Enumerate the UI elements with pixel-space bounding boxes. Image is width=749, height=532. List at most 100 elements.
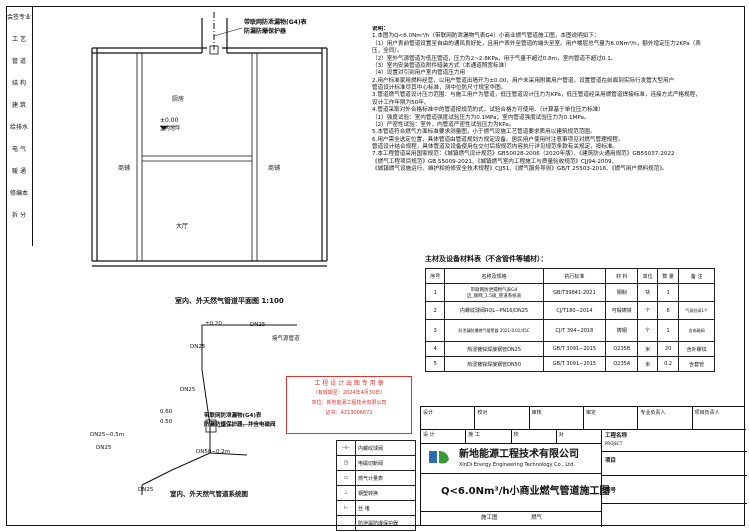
table-cell: 1 — [656, 319, 680, 342]
legend-symbol-icon: ⊣⊢ — [336, 440, 356, 456]
strip-cell: 工 艺 — [12, 36, 26, 43]
elevation-note: 室内地坪 — [160, 126, 181, 132]
note-line: 6.用户需全选定位置，具体管道由管道规划方规定设备。居民用户使用时注意事项见对燃… — [372, 136, 624, 143]
legend-label: 丝 堵 — [355, 500, 416, 516]
title-cell: 施 工 — [466, 429, 512, 443]
title-cell: 审定 — [584, 407, 639, 429]
left-strip: 会签专业 工 艺 管 道 结 构 建 筑 给排水 电 气 暖 通 修编本 拆 分 — [6, 6, 33, 246]
note-line: （3）室内安装管道及附件暗装方式（本通道照宽标准） — [372, 62, 510, 69]
note-line: 4.管道采取对外合格标准中的管道按规范的式，试验合格方可使用。（计算基于单位压力… — [372, 107, 604, 114]
stamp-line: （有效期至：2024年4月30日） — [312, 390, 386, 396]
item-label: 项目 — [605, 458, 617, 464]
strip-cell: 修编本 — [9, 190, 28, 197]
stamp-line: 工 程 设 计 出 图 专 用 章 — [314, 380, 384, 387]
legend-row: ⊣⊢内螺纹球阀 — [336, 440, 416, 456]
stamp-line: 单位：新地能源工程技术有限公司 — [311, 400, 387, 406]
room-label-shop: 商铺 — [118, 165, 131, 172]
note-line: （1）强度试验：室内管道强度试验压力为0.1MPa；室内管道强度试验压力为0.1… — [372, 114, 590, 121]
note-line: 《燃气工程项目规范》GB 55009-2021、《城镇燃气室内工程施工与质量验收… — [372, 158, 618, 165]
plan-caption: 室内、外天然气管道平面图 1:100 — [175, 297, 284, 305]
table-header: 数 量 — [656, 268, 680, 284]
materials-table: 序号 名称及规格 执行标准 材 料 单位 数 量 备 注 1 带联网防泄漏物气表… — [424, 268, 715, 372]
divider — [421, 473, 601, 474]
title-cell: 审核 — [530, 407, 584, 429]
legend-row: ⊥钢塑转换 — [336, 485, 416, 501]
table-cell: 含外螺纹 — [678, 341, 715, 357]
table-cell: 5 — [424, 356, 446, 372]
company-name-en: XinDi Energy Engineering Technology Co.,… — [459, 462, 575, 468]
note-line: 3.管道燃气管道设计压力范围：与施工用户为管道，低压管道设计压力为KPa，低压管… — [372, 92, 701, 99]
system-label: DN25 — [180, 387, 196, 393]
strip-cell: 管 道 — [12, 58, 26, 65]
table-header: 名称及规格 — [444, 268, 544, 284]
title-cell: 设 计 — [421, 429, 467, 443]
legend-label: 防泄漏防爆保护器 — [355, 515, 416, 531]
table-cell: GB/T 3091−2015 — [542, 356, 607, 372]
table-cell: 含套管 — [678, 356, 715, 372]
system-label: ±0.20 — [205, 321, 222, 327]
room-label-shop: 商铺 — [268, 165, 281, 172]
strip-cell: 拆 分 — [12, 212, 26, 219]
table-cell: 米 — [637, 356, 658, 372]
system-label: DN50−0.2m — [196, 449, 231, 455]
table-cell: 6 — [656, 301, 680, 320]
table-cell: 热浸镀锌焊接钢管DN50 — [444, 356, 544, 372]
table-cell: 热浸镀锌焊接钢管DN25 — [444, 341, 544, 357]
title-cell: 项目负责人 — [694, 410, 720, 416]
stamp-line: 证书：A213006671 — [325, 410, 373, 416]
table-cell: 20 — [656, 341, 680, 357]
room-label-kitchen: 厨房 — [172, 96, 185, 103]
system-label: DN25 — [250, 322, 266, 328]
legend-label: 内螺纹球阀 — [355, 440, 416, 456]
legend-label: 电磁切断阀 — [355, 455, 416, 471]
system-label: 接气源管道 — [272, 336, 300, 342]
title-cell: 专业负责人 — [638, 407, 693, 429]
table-header: 材 料 — [605, 268, 639, 284]
note-line: 管道设计结合规程，具体管道及设备使用在交付后按规范内容执行详见规范条款有关规定，… — [372, 144, 619, 150]
equipment-label: 防漏防爆保护器 — [244, 28, 287, 35]
note-line: （2）严密性试验：室外，内管道严密性试验压力为KPa。 — [372, 121, 515, 128]
title-cell: 校对 — [475, 407, 530, 429]
table-cell: 1 — [424, 283, 446, 302]
table-cell: 1 — [656, 283, 680, 302]
legend-symbol-icon: ◳ — [336, 455, 356, 471]
equipment-label: 带联网防泄漏物(G4)表 — [244, 19, 307, 26]
table-row: 3 防泄漏防爆燃气报警器 2021-0.01/45C CJ/T 394−2018… — [424, 319, 715, 342]
company-logo-icon — [429, 451, 449, 464]
legend-row: ◳电磁切断阀 — [336, 455, 416, 471]
materials-title: 主材及设备材料表（不含管件等辅材）： — [425, 255, 548, 263]
table-row: 5 热浸镀锌焊接钢管DN50 GB/T 3091−2015 Q235A 米 0.… — [424, 356, 715, 372]
table-row: 1 带联网防泄漏物气表G4 迈_联网_1.5级_管道系统表 GB/T39841-… — [424, 283, 715, 302]
system-caption: 室内、外天然气管道系统图 — [170, 490, 248, 498]
table-cell: 米 — [637, 341, 658, 357]
strip-cell: 电 气 — [12, 146, 26, 153]
elevation-label: ±0.00 — [160, 117, 179, 124]
room-label-hall: 大厅 — [176, 223, 189, 230]
company-name-cn: 新地能源工程技术有限公司 — [459, 449, 579, 460]
table-header: 单位 — [637, 268, 658, 284]
note-line: （2）室外气源管道为低压管道，压力为2~2.8KPa，用于气量不超过0.8m，室… — [372, 55, 617, 62]
table-cell: 0.2 — [656, 356, 680, 372]
table-cell: CJ/T 394−2018 — [542, 319, 607, 342]
table-cell: 带联网防泄漏物气表G4 迈_联网_1.5级_管道系统表 — [444, 283, 544, 302]
table-cell: 铸钢 — [605, 319, 639, 342]
title-row2: 设 计 施 工 校 对 — [421, 429, 602, 444]
legend-label: 燃气计量表 — [355, 470, 416, 486]
system-label: 防漏防爆保护器，并含电磁阀 — [204, 422, 276, 428]
legend-symbol-icon: ⊥ — [336, 485, 356, 501]
legend-symbol-icon: ▭ — [336, 470, 356, 486]
project-label: 工程名称 — [605, 433, 628, 439]
system-label: DN25−0.5m — [90, 432, 125, 438]
strip-cell: 给排水 — [9, 124, 28, 131]
project-sub: PROJECT — [605, 441, 623, 446]
sheet-label: 图号 — [605, 488, 617, 494]
system-label: DN25 — [96, 445, 112, 451]
table-cell: 3 — [424, 319, 446, 342]
table-cell: Q235B — [605, 341, 639, 357]
note-line: （4）设置对引到用户室内管道压力用 — [372, 70, 466, 77]
strip-cell: 暖 通 — [12, 168, 26, 175]
table-row: 4 热浸镀锌焊接钢管DN25 GB/T 3091−2015 Q235B 米 20… — [424, 341, 715, 357]
note-line: 压，全同）。 — [372, 48, 403, 55]
table-header-row: 序号 名称及规格 执行标准 材 料 单位 数 量 备 注 — [424, 268, 715, 284]
system-label: 0.60 — [160, 409, 173, 415]
